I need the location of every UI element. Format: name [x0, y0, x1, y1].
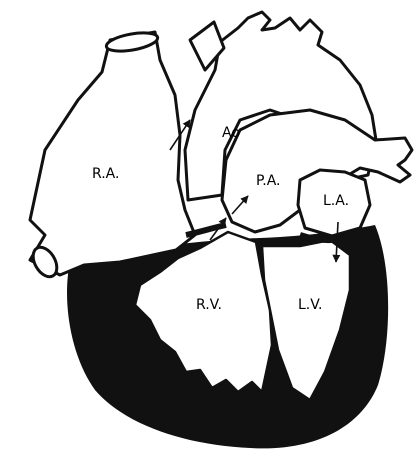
label-left-ventricle: L.V.	[298, 297, 322, 313]
label-aorta: Ao	[222, 125, 240, 141]
label-right-atrium: R.A.	[92, 166, 119, 182]
right-atrium	[30, 32, 195, 275]
label-left-atrium: L.A.	[323, 193, 349, 209]
label-pulmonary-artery: P.A.	[256, 173, 281, 189]
label-right-ventricle: R.V.	[196, 297, 222, 313]
